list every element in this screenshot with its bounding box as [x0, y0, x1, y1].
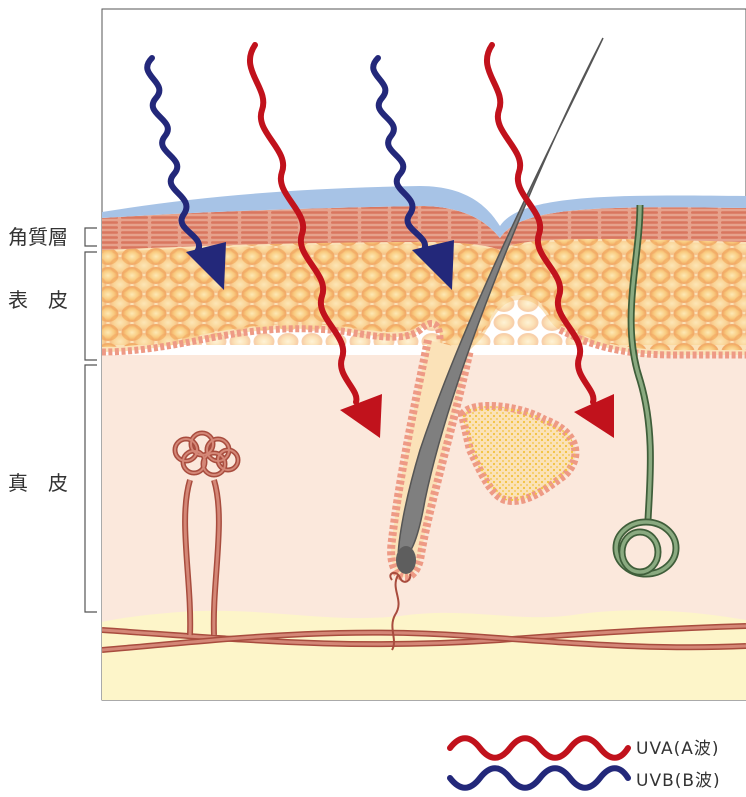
legend-uva-label: UVA(A波) [636, 739, 720, 759]
bracket-epidermis [85, 252, 97, 360]
layer-brackets [85, 228, 97, 612]
bracket-dermis [85, 365, 97, 612]
label-dermis: 真 皮 [8, 471, 68, 495]
legend: UVA(A波) UVB(B波) [450, 738, 721, 791]
legend-uvb-label: UVB(B波) [636, 771, 721, 791]
hair-bulb [396, 546, 416, 574]
bracket-stratum-corneum [85, 228, 97, 246]
label-stratum-corneum: 角質層 [8, 225, 68, 249]
uvb-wave-icon [450, 768, 628, 788]
uva-wave-icon [450, 738, 628, 758]
label-epidermis: 表 皮 [8, 288, 68, 312]
